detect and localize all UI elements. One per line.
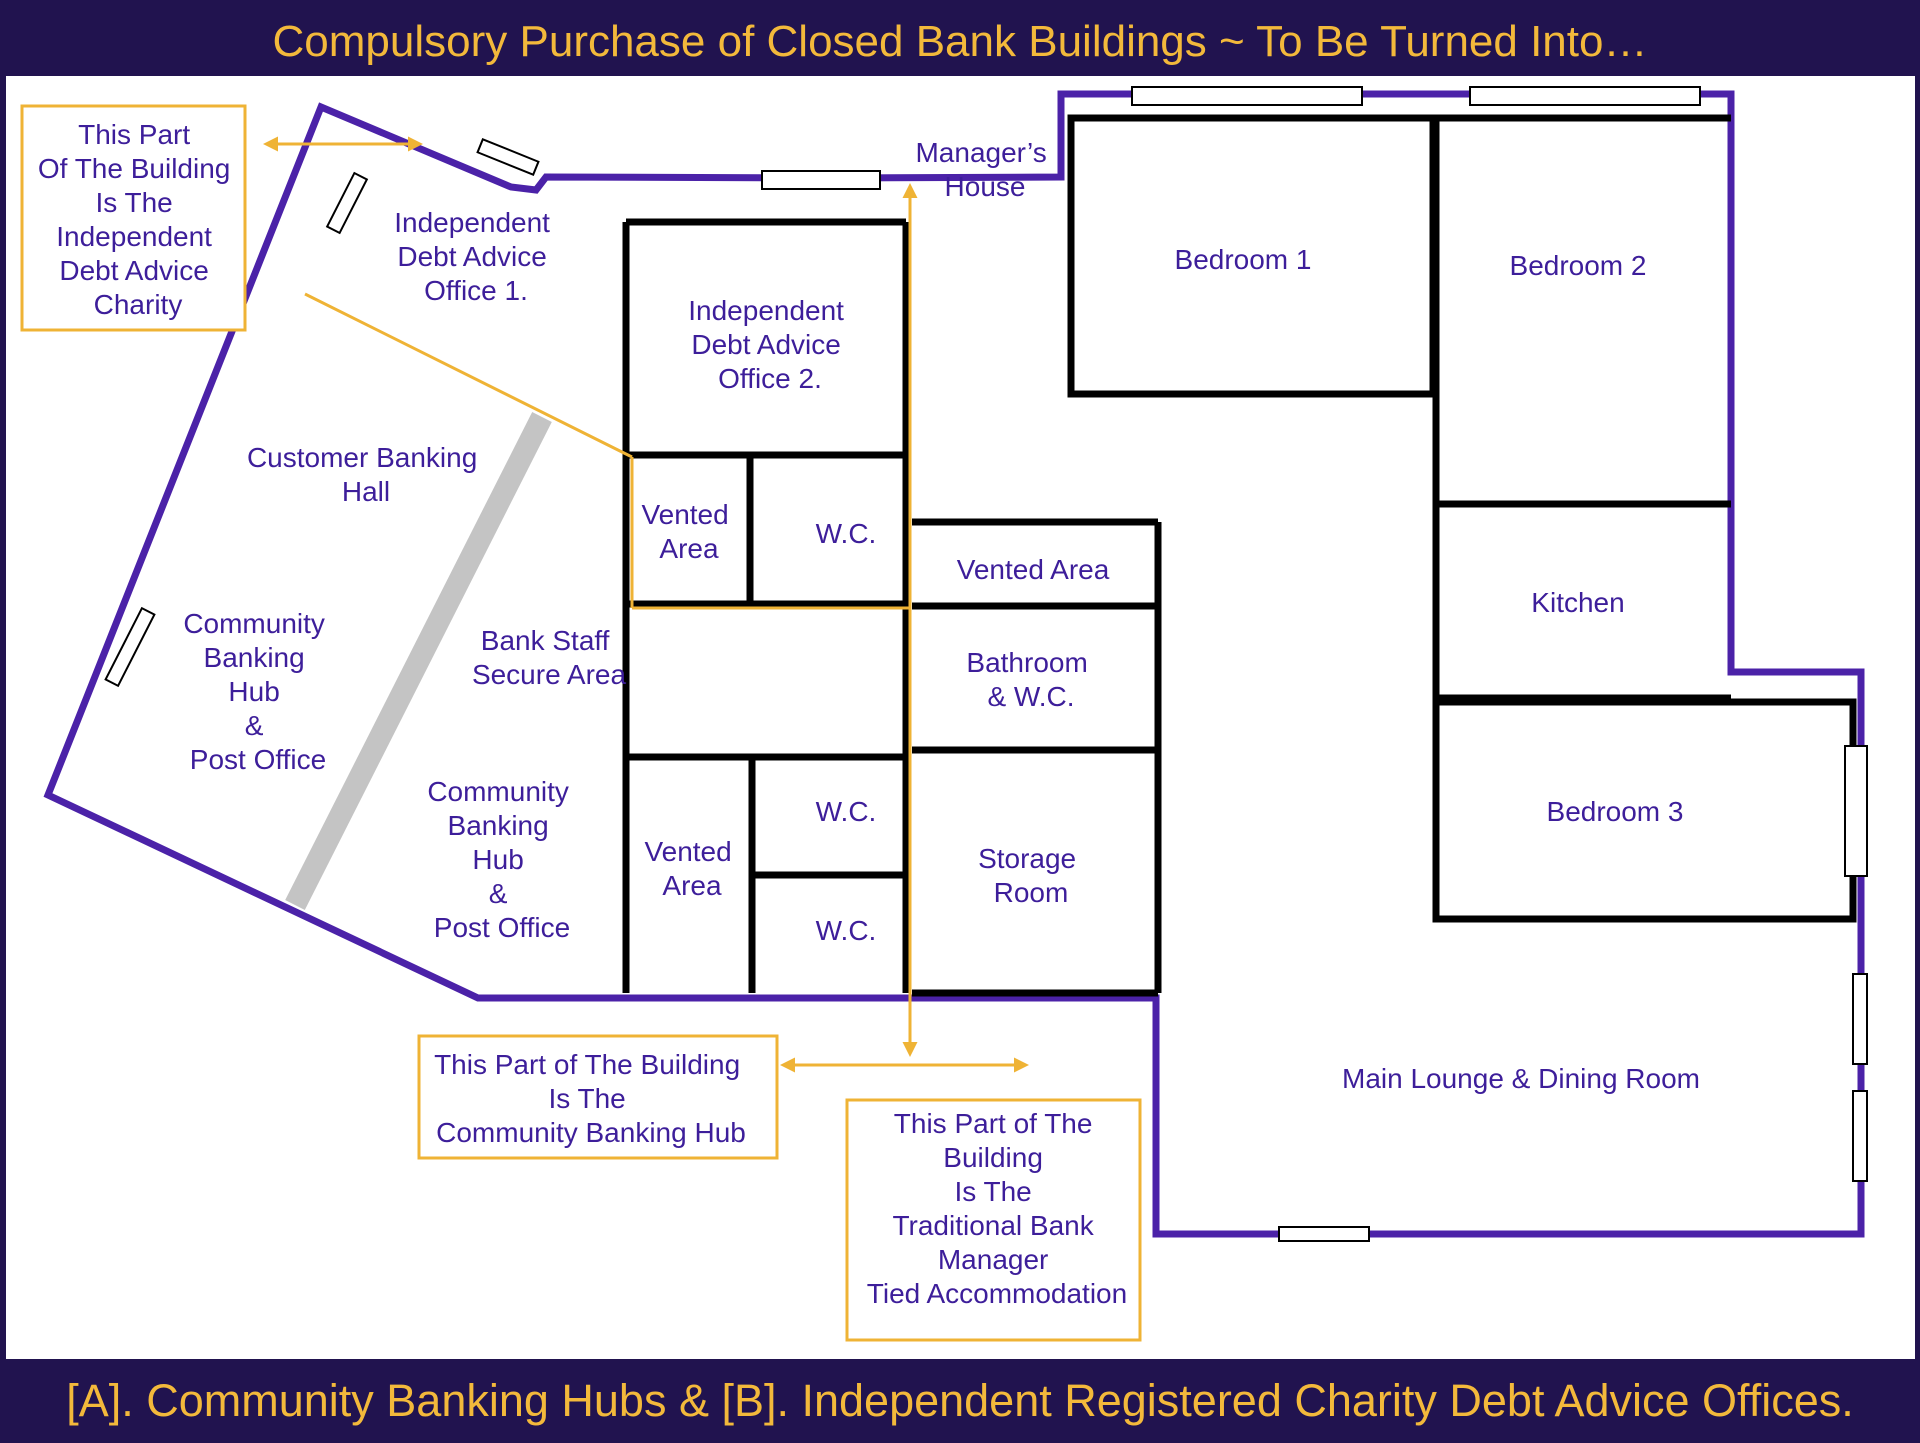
floor-plan: Independent Debt Advice Office 1. Indepe… <box>20 86 1868 1342</box>
label-bank-staff-secure-area: Bank Staff Secure Area <box>472 625 627 690</box>
label-bedroom-1: Bedroom 1 <box>1175 244 1312 275</box>
label-kitchen: Kitchen <box>1531 587 1624 618</box>
label-vented-area-upper: Vented Area <box>642 499 737 564</box>
label-managers-house: Manager’s House <box>915 137 1054 202</box>
label-wc-lower-2: W.C. <box>816 915 877 946</box>
label-community-hub-left: Community Banking Hub & Post Office <box>183 608 332 775</box>
label-bedroom-2: Bedroom 2 <box>1510 250 1647 281</box>
label-bedroom-3: Bedroom 3 <box>1547 796 1684 827</box>
page-title: Compulsory Purchase of Closed Bank Build… <box>272 17 1648 66</box>
label-wc-upper: W.C. <box>816 518 877 549</box>
label-vented-area-lower: Vented Area <box>645 836 740 901</box>
label-storage-room: Storage Room <box>978 843 1084 908</box>
note-box-accommodation <box>845 1098 1142 1342</box>
note-text-community-hub: This Part of The Building Is The Communi… <box>434 1049 748 1148</box>
outer-wall-bank <box>43 90 1865 1238</box>
floor-plan-panel: Independent Debt Advice Office 1. Indepe… <box>6 76 1915 1359</box>
label-debt-office-2: Independent Debt Advice Office 2. <box>688 295 852 394</box>
note-box-charity <box>20 104 247 332</box>
annotation-arrows <box>263 136 1029 1073</box>
note-box-community-hub <box>417 1034 779 1160</box>
label-vented-area-wide: Vented Area <box>957 554 1110 585</box>
note-text-accommodation: This Part of The Building Is The Traditi… <box>867 1108 1127 1309</box>
label-debt-office-1: Independent Debt Advice Office 1. <box>394 207 558 306</box>
label-wc-lower-1: W.C. <box>816 796 877 827</box>
label-bathroom: Bathroom & W.C. <box>966 647 1095 712</box>
label-customer-banking-hall: Customer Banking Hall <box>247 442 485 507</box>
label-community-hub-center: Community Banking Hub & Post Office <box>427 776 576 943</box>
note-text-charity: This Part Of The Building Is The Indepen… <box>38 119 238 320</box>
bank-counter <box>285 412 552 910</box>
footer-caption: [A]. Community Banking Hubs & [B]. Indep… <box>66 1375 1854 1426</box>
windows <box>104 86 1868 1242</box>
label-main-lounge: Main Lounge & Dining Room <box>1342 1063 1700 1094</box>
